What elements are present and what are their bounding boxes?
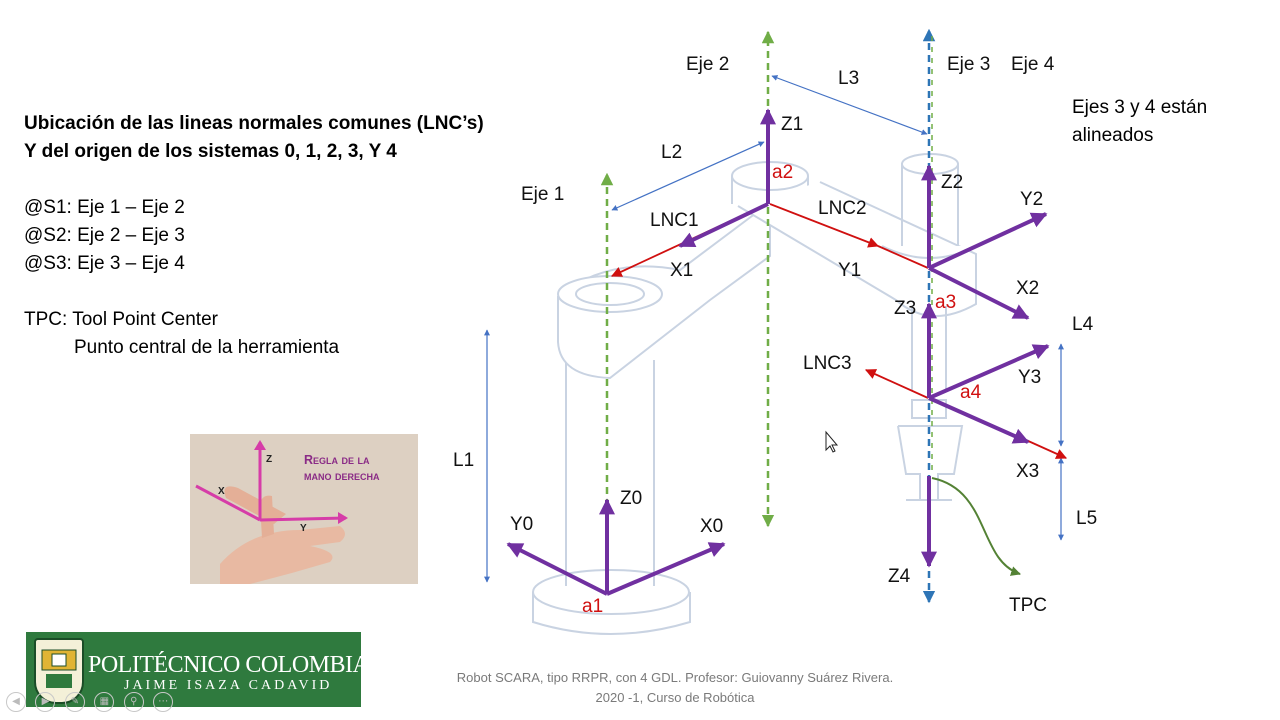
hand-y-label: Y	[300, 523, 307, 534]
x1-arrow	[678, 202, 769, 248]
origin-a1-label: a1	[582, 596, 603, 617]
axis-3-label: Eje 3	[947, 54, 990, 75]
x2-arrow	[928, 266, 1030, 320]
slides-grid-icon[interactable]: ▦	[94, 692, 115, 712]
tpc-translation: Punto central de la herramienta	[74, 337, 340, 358]
lnc3-label: LNC3	[803, 353, 852, 374]
x0-label: X0	[700, 516, 723, 537]
length-l5-label: L5	[1076, 508, 1097, 529]
y3-arrow	[928, 344, 1050, 400]
hand-x-axis	[195, 484, 261, 522]
lnc2-arrow	[769, 203, 880, 248]
y0-arrow	[506, 542, 608, 596]
y2-label: Y2	[1020, 189, 1043, 210]
slide-footer: Robot SCARA, tipo RRPR, con 4 GDL. Profe…	[380, 668, 970, 708]
logo-subtitle: JAIME ISAZA CADAVID	[124, 678, 333, 693]
link-1-hole	[575, 282, 645, 306]
z4-label: Z4	[888, 566, 911, 587]
alignment-note-line-2: alineados	[1072, 125, 1154, 146]
z2-label: Z2	[941, 172, 963, 193]
y0-label: Y0	[510, 514, 533, 535]
link-1-body	[557, 210, 771, 380]
heading-line-1: Ubicación de las lineas normales comunes…	[24, 113, 484, 134]
robot-body	[532, 153, 977, 635]
x3-arrow	[928, 396, 1030, 444]
tpc-definition: TPC: Tool Point Center	[24, 309, 218, 330]
tpc-curve	[931, 477, 1021, 576]
hand-rule-title-line-1: Regla de la	[304, 453, 370, 467]
spacing-s1: @S1: Eje 1 – Eje 2	[24, 197, 185, 218]
origin-a2-label: a2	[772, 162, 793, 183]
origin-a4-label: a4	[960, 382, 982, 403]
lnc2-extension	[877, 245, 929, 269]
spacing-s3: @S3: Eje 3 – Eje 4	[24, 253, 185, 274]
alignment-note-line-1: Ejes 3 y 4 están	[1072, 97, 1208, 118]
logo-name: POLITÉCNICO COLOMBIANO	[88, 652, 404, 678]
length-l2-label: L2	[661, 142, 682, 163]
hand-x-label: X	[218, 486, 225, 497]
tpc-label: TPC	[1009, 595, 1047, 616]
right-hand-rule-image: Z X Y Regla de la mano derecha	[190, 434, 418, 584]
explanation-block: Ubicación de las lineas normales comunes…	[24, 110, 484, 362]
lnc3-arrow	[865, 369, 929, 399]
y3-label: Y3	[1018, 367, 1041, 388]
hand-palm	[220, 526, 345, 584]
hand-y-axis	[259, 516, 347, 522]
column	[565, 360, 655, 586]
shield-icon	[34, 638, 84, 704]
x3-label: X3	[1016, 461, 1039, 482]
quill	[911, 306, 947, 390]
footer-line-2: 2020 -1, Curso de Robótica	[595, 690, 755, 705]
dimension-l2	[611, 141, 765, 211]
z0-label: Z0	[620, 488, 642, 509]
length-l1-label: L1	[453, 450, 474, 471]
footer-line-1: Robot SCARA, tipo RRPR, con 4 GDL. Profe…	[456, 670, 894, 685]
joint-3-side	[901, 164, 959, 246]
z3-label: Z3	[894, 298, 916, 319]
lnc2-label: LNC2	[818, 198, 867, 219]
spacing-s2: @S2: Eje 2 – Eje 3	[24, 225, 185, 246]
z1-label: Z1	[781, 114, 803, 135]
hand-rule-title: Regla de la mano derecha	[304, 452, 379, 484]
axis-2-label: Eje 2	[686, 54, 729, 75]
lnc1-label: LNC1	[650, 210, 699, 231]
x1-label: X1	[670, 260, 693, 281]
pen-icon[interactable]: ✎	[64, 692, 85, 712]
hand-rule-title-line-2: mano derecha	[304, 469, 380, 483]
dimension-l3	[771, 75, 928, 135]
next-slide-icon[interactable]: ▶	[35, 692, 56, 712]
length-l4-label: L4	[1072, 314, 1094, 335]
previous-slide-icon[interactable]: ◀	[6, 692, 26, 712]
hand-z-label: Z	[266, 454, 272, 465]
x0-arrow	[606, 542, 726, 596]
y2-arrow	[928, 212, 1048, 270]
length-l3-label: L3	[838, 68, 859, 89]
x2-label: X2	[1016, 278, 1039, 299]
alignment-note: Ejes 3 y 4 están alineados	[1072, 94, 1207, 150]
y1-label: Y1	[838, 260, 861, 281]
origin-a3-label: a3	[935, 292, 956, 313]
more-options-icon[interactable]: ⋯	[153, 692, 174, 712]
x3-extension-arrow	[1025, 439, 1067, 459]
axis-4-label: Eje 4	[1011, 54, 1055, 75]
heading-line-2: Y del origen de los sistemas 0, 1, 2, 3,…	[24, 141, 397, 162]
presentation-controls[interactable]: ◀ ▶ ✎ ▦ ⚲ ⋯	[6, 692, 178, 712]
mouse-cursor-icon	[825, 430, 839, 453]
zoom-icon[interactable]: ⚲	[123, 692, 144, 712]
hand-index	[224, 486, 286, 524]
hand-illustration: Z X Y	[190, 434, 418, 584]
axis-1-label: Eje 1	[521, 184, 564, 205]
